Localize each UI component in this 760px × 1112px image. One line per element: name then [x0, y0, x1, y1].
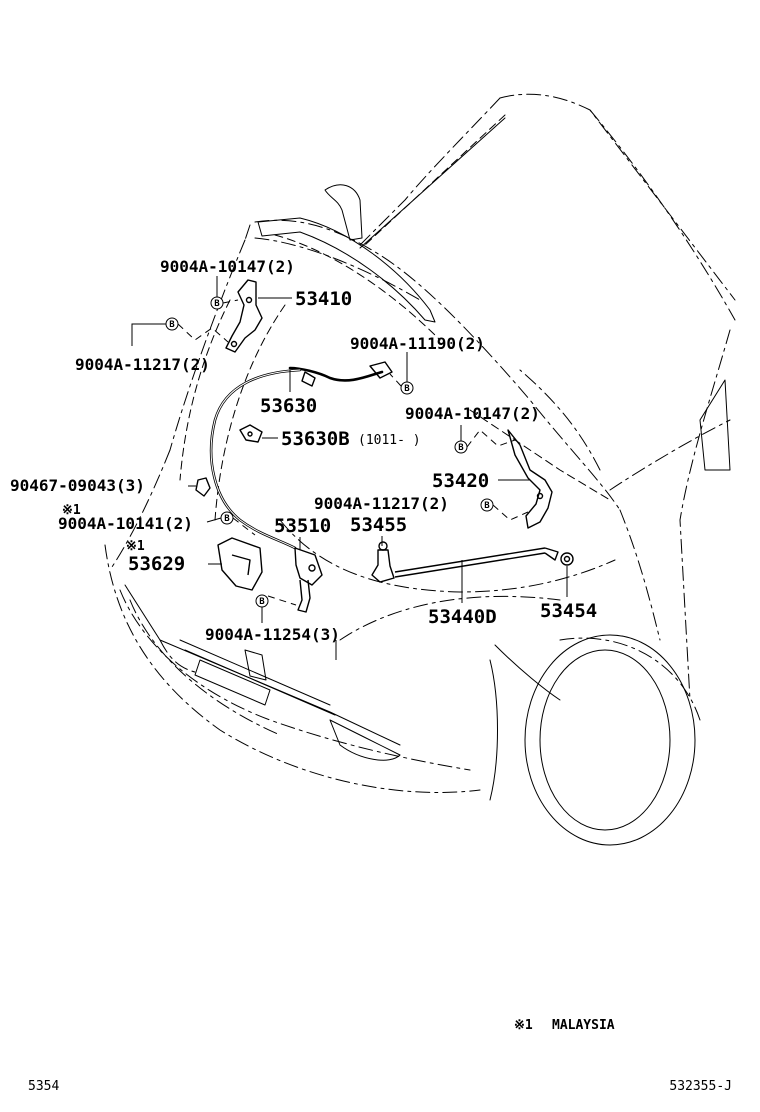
svg-text:B: B [404, 384, 410, 394]
hood-support-rod [394, 547, 559, 578]
label-9004a-11217-right: 9004A-11217(2) [314, 494, 449, 513]
bolt-marker-hinge-left-side: B [165, 317, 179, 331]
bolt-marker-hinge-left-top: B [210, 296, 224, 310]
label-9004a-10147-top: 9004A-10147(2) [160, 257, 295, 276]
label-53630b: 53630B [281, 428, 350, 450]
label-9004a-11254: 9004A-11254(3) [205, 625, 340, 644]
bolt-marker-hinge-right-side: B [480, 498, 494, 512]
svg-text:B: B [224, 514, 230, 524]
label-53420: 53420 [432, 470, 489, 492]
footer-left-code: 5354 [28, 1079, 59, 1094]
label-53510: 53510 [274, 515, 331, 537]
part-labels: 9004A-10147(2) 53410 9004A-11217(2) 9004… [10, 257, 597, 644]
bolt-marker-lock-cover: B [220, 511, 234, 525]
hood-hinge-left [225, 279, 263, 353]
svg-text:B: B [259, 597, 265, 607]
leader-lines [131, 276, 568, 660]
footnote-text: MALAYSIA [552, 1018, 615, 1033]
label-90467-09043: 90467-09043(3) [10, 476, 145, 495]
bolt-marker-hinge-right-top: B [454, 440, 468, 454]
bolt-marker-cable-grommet: B [400, 381, 414, 395]
footnote: ※1 MALAYSIA [514, 1018, 615, 1033]
hood-stay-clip [195, 477, 211, 497]
label-53630b-suffix: (1011- ) [358, 433, 421, 448]
lock-cover [217, 537, 263, 591]
label-53629: 53629 [128, 553, 185, 575]
label-53440d: 53440D [428, 606, 497, 628]
label-9004a-10147-right: 9004A-10147(2) [405, 404, 540, 423]
svg-text:B: B [214, 299, 220, 309]
svg-text:B: B [458, 443, 464, 453]
hood-support-holder [371, 541, 395, 583]
hood-hinge-right [507, 429, 553, 529]
label-53455: 53455 [350, 514, 407, 536]
svg-text:B: B [484, 501, 490, 511]
label-9004a-10141: 9004A-10141(2) [58, 514, 193, 533]
footer-right-code: 532355-J [669, 1079, 732, 1094]
hood-release-cable [209, 361, 393, 550]
hood-lock-assembly [294, 547, 323, 613]
svg-text:B: B [169, 320, 175, 330]
label-53630: 53630 [260, 395, 317, 417]
label-9004a-11190: 9004A-11190(2) [350, 334, 485, 353]
footnote-mark: ※1 [514, 1018, 533, 1033]
cable-clip [239, 424, 263, 443]
label-53454: 53454 [540, 600, 597, 622]
hood-support-grommet [560, 552, 574, 566]
label-9004a-11217-left: 9004A-11217(2) [75, 355, 210, 374]
label-note-mark-1: ※1 [62, 503, 81, 518]
bolt-marker-lock: B [255, 594, 269, 608]
car-body-outline [104, 93, 736, 846]
label-note-mark-2: ※1 [126, 539, 145, 554]
label-53410: 53410 [295, 288, 352, 310]
